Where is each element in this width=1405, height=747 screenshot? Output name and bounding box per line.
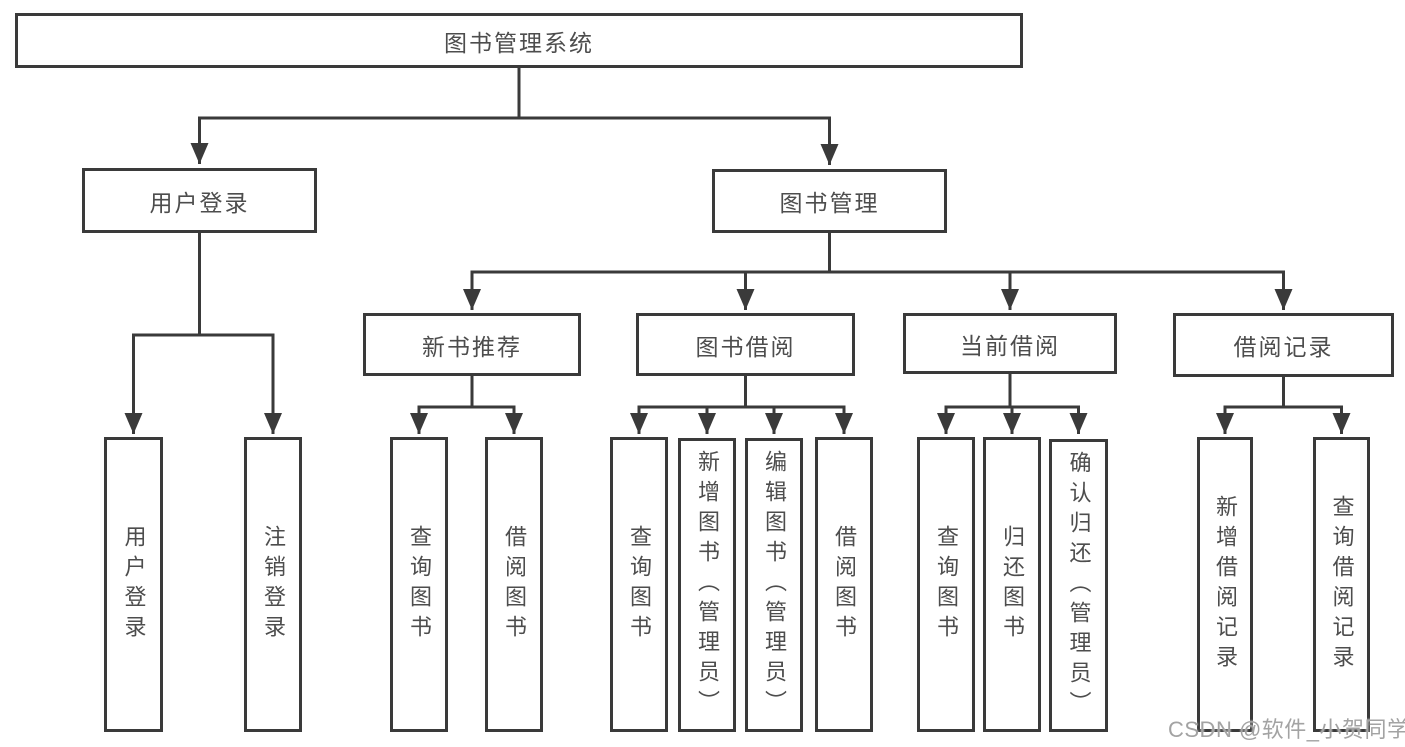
leaf-logout-label: 注销登录 xyxy=(261,524,286,645)
leaf-return-books-label: 归还图书 xyxy=(1000,524,1025,645)
leaf-current-query-books-label: 查询图书 xyxy=(934,524,959,645)
leaf-confirm-return-admin-label: 确认归还（管理员） xyxy=(1066,450,1092,721)
leaf-add-books-admin-label: 新增图书（管理员） xyxy=(695,450,720,720)
connector-new-book-recommend-to-leaves xyxy=(410,376,523,434)
connector-current-borrow-to-leaves xyxy=(937,374,1088,434)
leaf-current-query-books: 查询图书 xyxy=(917,437,975,732)
node-book-management-label: 图书管理 xyxy=(779,190,880,216)
leaf-add-books-admin: 新增图书（管理员） xyxy=(678,438,736,732)
csdn-watermark: CSDN @软件_小贺同学 xyxy=(1168,717,1405,742)
leaf-recommend-query-books-label: 查询图书 xyxy=(407,524,432,645)
node-book-management: 图书管理 xyxy=(712,169,947,233)
leaf-query-borrow-record: 查询借阅记录 xyxy=(1313,437,1370,732)
node-user-login: 用户登录 xyxy=(82,168,317,233)
node-root-label: 图书管理系统 xyxy=(444,29,594,56)
leaf-add-borrow-record-label: 新增借阅记录 xyxy=(1213,494,1238,675)
leaf-edit-books-admin: 编辑图书（管理员） xyxy=(745,438,803,732)
leaf-confirm-return-admin: 确认归还（管理员） xyxy=(1049,439,1108,732)
leaf-recommend-borrow-books: 借阅图书 xyxy=(485,437,543,732)
node-user-login-label: 用户登录 xyxy=(149,189,250,216)
connector-root-to-level2 xyxy=(190,68,839,165)
connector-book-borrow-to-leaves xyxy=(630,376,853,434)
node-borrow-records: 借阅记录 xyxy=(1173,313,1394,377)
connector-user-login-to-leaves xyxy=(124,233,282,434)
node-root-library-system: 图书管理系统 xyxy=(15,13,1023,68)
leaf-return-books: 归还图书 xyxy=(983,437,1041,732)
leaf-user-login-label: 用户登录 xyxy=(121,524,147,645)
leaf-recommend-query-books: 查询图书 xyxy=(390,437,448,732)
node-borrow-records-label: 借阅记录 xyxy=(1233,334,1334,360)
connector-book-management-to-level3 xyxy=(463,233,1293,310)
connector-borrow-records-to-leaves xyxy=(1216,377,1351,434)
node-current-borrow: 当前借阅 xyxy=(903,313,1117,374)
node-new-book-recommend-label: 新书推荐 xyxy=(422,333,522,360)
node-current-borrow-label: 当前借阅 xyxy=(960,332,1060,359)
leaf-borrow-query-books: 查询图书 xyxy=(610,437,668,732)
leaf-add-borrow-record: 新增借阅记录 xyxy=(1197,437,1253,732)
leaf-edit-books-admin-label: 编辑图书（管理员） xyxy=(762,450,787,720)
leaf-recommend-borrow-books-label: 借阅图书 xyxy=(502,524,527,645)
leaf-borrow-query-books-label: 查询图书 xyxy=(627,524,652,645)
node-new-book-recommend: 新书推荐 xyxy=(363,313,581,376)
leaf-query-borrow-record-label: 查询借阅记录 xyxy=(1329,494,1355,675)
leaf-borrow-books: 借阅图书 xyxy=(815,437,873,732)
leaf-user-login: 用户登录 xyxy=(104,437,163,732)
node-book-borrow: 图书借阅 xyxy=(636,313,855,376)
leaf-logout: 注销登录 xyxy=(244,437,302,732)
node-book-borrow-label: 图书借阅 xyxy=(695,333,796,360)
leaf-borrow-books-label: 借阅图书 xyxy=(832,524,857,645)
